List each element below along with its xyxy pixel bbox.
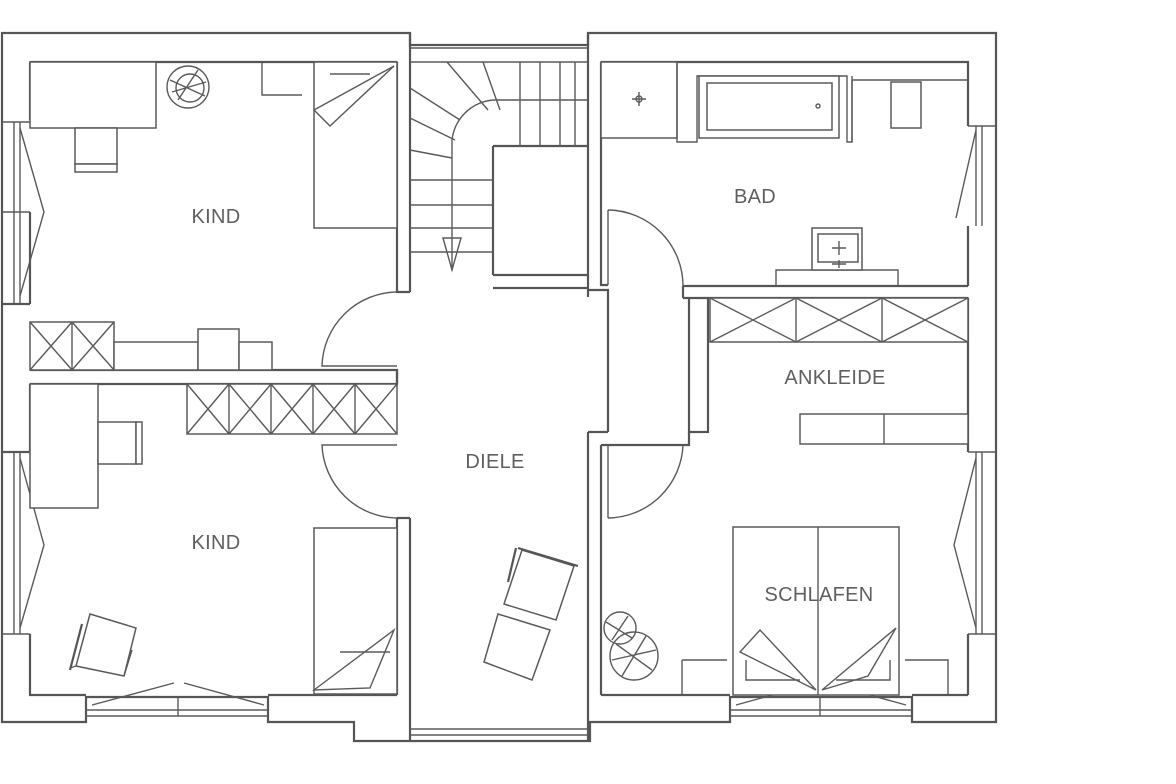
- room-label-bad: BAD: [734, 186, 776, 208]
- staircase: [409, 61, 588, 273]
- room-label-ankleide: ANKLEIDE: [784, 367, 885, 389]
- windows: [2, 121, 996, 717]
- room-label-schlafen: SCHLAFEN: [764, 584, 873, 606]
- room-label-kind-top: KIND: [192, 206, 241, 228]
- kind-top-furniture: [29, 61, 398, 371]
- chair-icon: [68, 613, 137, 677]
- kind-bottom-furniture: [29, 383, 398, 695]
- room-label-diele: DIELE: [465, 451, 524, 473]
- plant-icon: [603, 611, 659, 681]
- schlafen-furniture: [603, 526, 949, 696]
- diele-furniture: [483, 546, 579, 681]
- room-labels: KIND KIND DIELE BAD ANKLEIDE SCHLAFEN: [192, 186, 886, 606]
- doors: [321, 209, 684, 519]
- bad-furniture: [600, 61, 968, 286]
- ankleide-furniture: [709, 297, 969, 445]
- room-label-kind-bottom: KIND: [192, 532, 241, 554]
- plant-icon: [166, 65, 210, 109]
